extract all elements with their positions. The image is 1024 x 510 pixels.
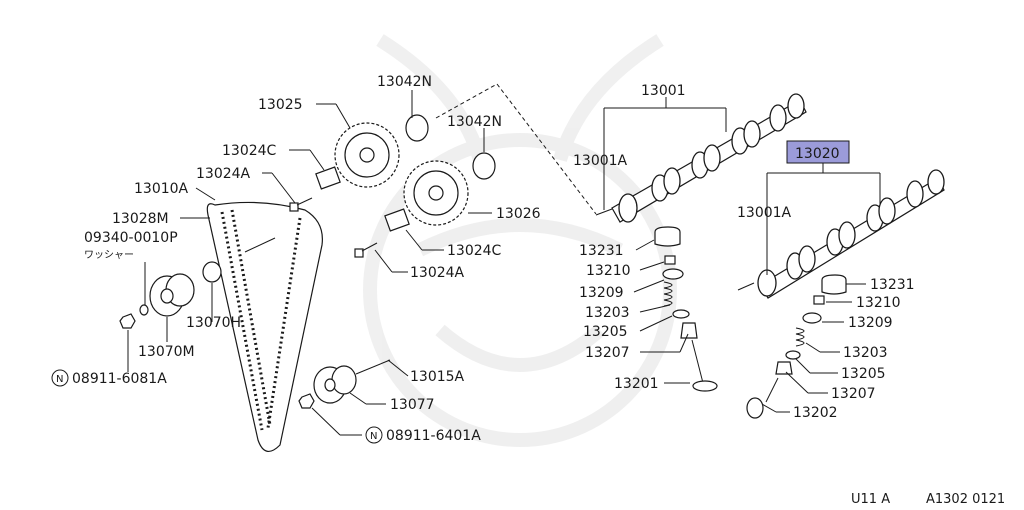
label-13026[interactable]: 13026 — [496, 206, 541, 222]
bolt-13024a-bot — [354, 242, 378, 258]
seal-13207-right — [775, 361, 793, 375]
plate-13024c-top — [315, 166, 341, 190]
label-13024c-top[interactable]: 13024C — [222, 143, 277, 159]
label-13209-left[interactable]: 13209 — [579, 285, 624, 301]
label-13210-right[interactable]: 13210 — [856, 295, 901, 311]
footer-model: U11 A — [851, 492, 890, 507]
label-13202[interactable]: 13202 — [793, 405, 838, 421]
seal-13207-left — [680, 322, 698, 339]
washer-09340 — [139, 304, 149, 316]
seat-13205-left — [672, 309, 690, 319]
label-13207-right[interactable]: 13207 — [831, 386, 876, 402]
keeper-13210-left — [664, 255, 676, 265]
bolt-13024a-top — [289, 197, 313, 212]
label-13207-left[interactable]: 13207 — [585, 345, 630, 361]
valve-stack-right — [746, 274, 847, 419]
label-13025[interactable]: 13025 — [258, 97, 303, 113]
label-13209-right[interactable]: 13209 — [848, 315, 893, 331]
n-mark-08911-6401a: N — [365, 426, 383, 444]
label-13231-left[interactable]: 13231 — [579, 243, 624, 259]
plate-13024c-bot — [384, 208, 410, 232]
valve-head-13202 — [746, 397, 764, 419]
label-13201[interactable]: 13201 — [614, 376, 659, 392]
lifter-13231-left — [654, 226, 681, 247]
label-13231-right[interactable]: 13231 — [870, 277, 915, 293]
leader-lines — [127, 83, 881, 436]
label-13042n-top[interactable]: 13042N — [377, 74, 432, 90]
label-13015a[interactable]: 13015A — [410, 369, 465, 385]
n-mark-08911-6081a: N — [51, 369, 69, 387]
label-13020[interactable]: 13020 — [795, 146, 840, 162]
label-13203-right[interactable]: 13203 — [843, 345, 888, 361]
footer-code: A1302 0121 — [926, 492, 1005, 507]
timing-belt — [206, 201, 323, 452]
cam-sprocket-13025 — [334, 122, 400, 188]
label-13210-left[interactable]: 13210 — [586, 263, 631, 279]
retainer-13209-left — [662, 268, 684, 280]
valve-stem-left — [691, 339, 704, 384]
cam-sprocket-13026 — [403, 160, 469, 226]
label-13205-left[interactable]: 13205 — [583, 324, 628, 340]
label-08911-6081a[interactable]: 08911-6081A — [72, 371, 167, 387]
label-13001a-top[interactable]: 13001A — [573, 153, 628, 169]
label-13001a-right[interactable]: 13001A — [737, 205, 792, 221]
selected-part-highlight — [786, 140, 850, 164]
valve-head-13201 — [692, 380, 718, 392]
oil-seal-mid — [472, 152, 496, 180]
camshaft-13020 — [737, 169, 945, 299]
spring-13203-right — [795, 327, 805, 347]
label-13203-left[interactable]: 13203 — [585, 305, 630, 321]
label-13077[interactable]: 13077 — [390, 397, 435, 413]
label-09340-0010p[interactable]: 09340-0010P — [84, 230, 178, 246]
keeper-13210-right — [813, 295, 825, 305]
tensioner-13077 — [313, 359, 391, 404]
idler-pulley-13070m — [149, 273, 195, 317]
label-13024c-bot[interactable]: 13024C — [447, 243, 502, 259]
valve-stack-left — [654, 226, 718, 392]
label-13042n-mid[interactable]: 13042N — [447, 114, 502, 130]
label-13070h[interactable]: 13070H — [186, 315, 241, 331]
label-13028m[interactable]: 13028M — [112, 211, 169, 227]
label-13001[interactable]: 13001 — [641, 83, 686, 99]
stud-bolt — [244, 237, 276, 253]
spring-13203-left — [663, 281, 673, 307]
lifter-13231-right — [821, 274, 847, 295]
watermark-logo — [363, 34, 677, 447]
nut-08911-6401a — [298, 393, 315, 409]
label-13024a-bot[interactable]: 13024A — [410, 265, 465, 281]
label-13205-right[interactable]: 13205 — [841, 366, 886, 382]
oil-seal-top — [405, 114, 429, 142]
label-washer-jp: ワッシャー — [84, 250, 134, 261]
label-13010a[interactable]: 13010A — [134, 181, 189, 197]
valve-stem-right — [765, 377, 779, 403]
label-13070m[interactable]: 13070M — [138, 344, 195, 360]
n-symbol: N — [370, 431, 377, 442]
label-13024a-top[interactable]: 13024A — [196, 166, 251, 182]
retainer-13209-right — [802, 312, 822, 324]
spring-13070h — [202, 261, 222, 283]
seat-13205-right — [785, 350, 801, 360]
n-symbol: N — [56, 374, 63, 385]
label-08911-6401a[interactable]: 08911-6401A — [386, 428, 481, 444]
camshaft-13001 — [595, 93, 807, 223]
nut-08911-6081a — [119, 313, 136, 329]
